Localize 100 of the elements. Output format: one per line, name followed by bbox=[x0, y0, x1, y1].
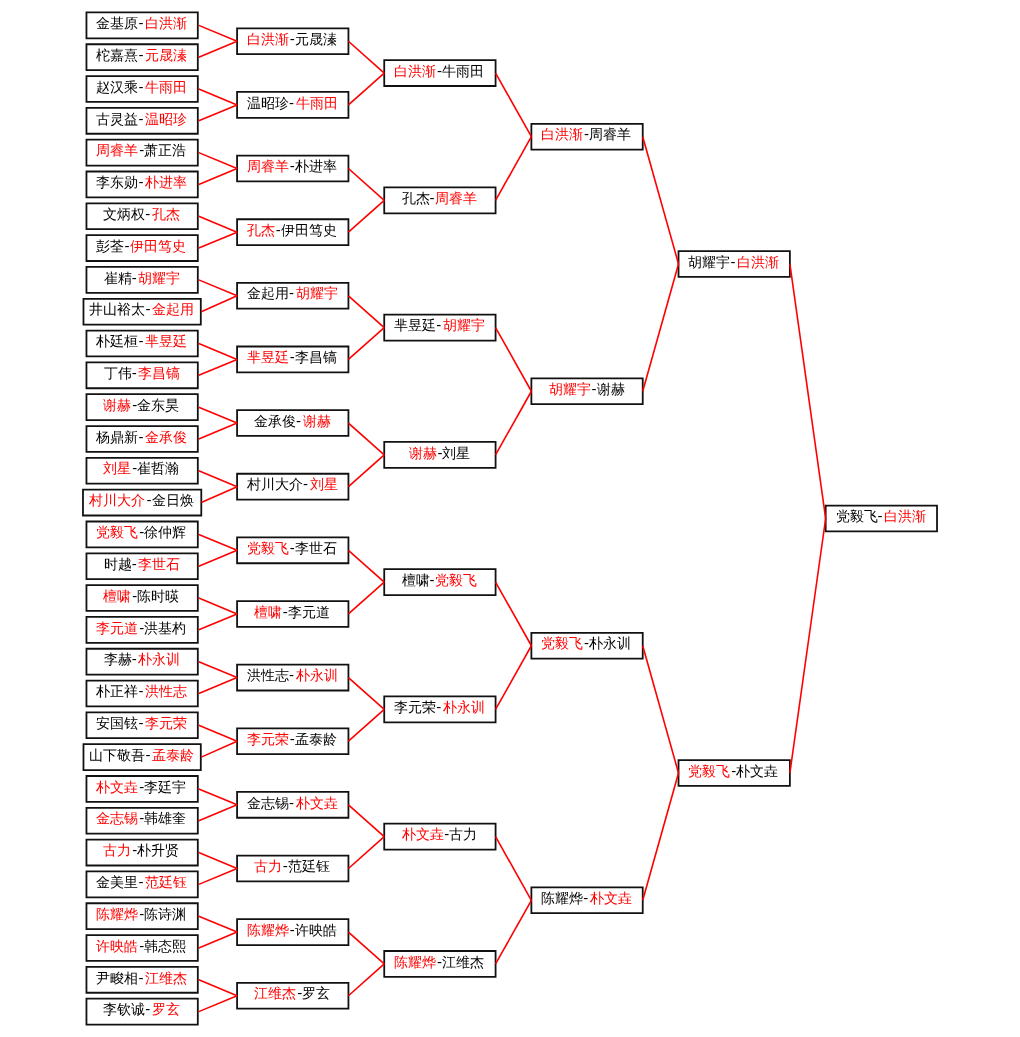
node-box: 陈耀烨-江维杰 bbox=[383, 950, 497, 978]
connector bbox=[198, 151, 238, 170]
node-box: 李元荣-孟泰龄 bbox=[236, 727, 350, 756]
connector bbox=[347, 72, 386, 106]
connector bbox=[198, 851, 238, 870]
node-box: 白洪渐-元晟溱 bbox=[236, 27, 350, 56]
node-box: 文炳权-孔杰 bbox=[85, 202, 199, 231]
connector bbox=[198, 660, 238, 679]
connector bbox=[198, 613, 238, 631]
connector bbox=[347, 422, 386, 456]
connector bbox=[198, 422, 238, 440]
connector bbox=[198, 915, 238, 933]
connector bbox=[347, 708, 386, 742]
node-box: 檀啸-党毅飞 bbox=[383, 568, 497, 596]
connector bbox=[198, 231, 238, 249]
connector bbox=[198, 167, 238, 186]
node-box: 朴正祥-洪性志 bbox=[85, 679, 199, 708]
node-box: 柁嘉熹-元晟溱 bbox=[85, 43, 199, 71]
node-box: 金基原-白洪渐 bbox=[85, 11, 199, 40]
node-box: 古力-范廷钰 bbox=[236, 854, 350, 883]
node-box: 金起用-胡耀宇 bbox=[236, 281, 350, 310]
connector bbox=[347, 835, 386, 870]
node-box: 党毅飞-徐仲辉 bbox=[85, 520, 199, 549]
connector bbox=[347, 454, 386, 488]
node-box: 陈耀烨-朴文垚 bbox=[530, 886, 644, 915]
connector bbox=[198, 676, 238, 695]
node-box: 谢赫-刘星 bbox=[383, 441, 497, 469]
connector bbox=[198, 40, 238, 58]
node-box: 朴廷桓-芈昱廷 bbox=[85, 329, 199, 358]
node-box: 山下敬吾-孟泰龄 bbox=[82, 743, 202, 771]
node-box: 党毅飞-朴永训 bbox=[530, 631, 644, 660]
node-box: 李钦诚-罗玄 bbox=[85, 997, 199, 1026]
node-box: 丁伟-李昌镐 bbox=[85, 361, 199, 390]
connector bbox=[494, 644, 533, 711]
connector bbox=[198, 358, 238, 377]
node-box: 檀啸-李元道 bbox=[236, 600, 350, 628]
connector bbox=[198, 788, 238, 806]
node-box: 安国铉-李元荣 bbox=[85, 711, 199, 740]
node-box: 时越-李世石 bbox=[85, 552, 199, 581]
connector bbox=[347, 963, 386, 997]
node-box: 周睿羊-萧正浩 bbox=[85, 138, 199, 167]
connector bbox=[198, 215, 238, 233]
connector bbox=[198, 104, 238, 122]
node-box: 村川大介-刘星 bbox=[236, 472, 350, 501]
node-box: 陈耀烨-许映皓 bbox=[236, 918, 350, 946]
node-box: 彭荃-伊田笃史 bbox=[85, 234, 199, 262]
connector bbox=[347, 676, 386, 711]
connector bbox=[789, 263, 827, 520]
node-box: 赵汉乘-牛雨田 bbox=[85, 75, 199, 103]
node-box: 周睿羊-朴进率 bbox=[236, 154, 350, 183]
connector bbox=[494, 326, 533, 393]
node-box: 尹畯相-江维杰 bbox=[85, 966, 199, 994]
connector bbox=[347, 931, 386, 965]
connector bbox=[494, 899, 533, 965]
node-box: 金志锡-韩雄奎 bbox=[85, 806, 199, 835]
connector bbox=[641, 263, 680, 393]
node-box: 胡耀宇-谢赫 bbox=[530, 377, 644, 406]
node-box: 李元荣-朴永训 bbox=[383, 695, 497, 724]
connector bbox=[347, 167, 386, 202]
node-box: 陈耀烨-陈诗渊 bbox=[85, 902, 199, 930]
connector bbox=[198, 724, 238, 742]
connector bbox=[347, 326, 386, 361]
node-box: 洪性志-朴永训 bbox=[236, 663, 350, 692]
connector bbox=[198, 867, 238, 886]
connector bbox=[198, 88, 238, 106]
node-box: 江维杰-罗玄 bbox=[236, 981, 350, 1010]
node-box: 朴文垚-李廷宇 bbox=[85, 775, 199, 803]
node-box: 党毅飞-朴文垚 bbox=[677, 759, 791, 787]
connector bbox=[198, 979, 238, 997]
node-box: 许映皓-韩态熙 bbox=[85, 934, 199, 962]
connector bbox=[347, 581, 386, 615]
node-box: 朴文垚-古力 bbox=[383, 822, 497, 851]
connector bbox=[641, 772, 680, 902]
node-box: 井山裕太-金起用 bbox=[82, 297, 202, 326]
node-box: 李赫-朴永训 bbox=[85, 647, 199, 676]
connector bbox=[200, 295, 238, 313]
connector bbox=[198, 406, 238, 424]
node-box: 白洪渐-周睿羊 bbox=[530, 122, 644, 151]
node-box: 芈昱廷-李昌镐 bbox=[236, 345, 350, 374]
connector bbox=[198, 342, 238, 361]
connector bbox=[198, 24, 238, 43]
connector bbox=[347, 199, 386, 233]
node-box: 孔杰-伊田笃史 bbox=[236, 218, 350, 246]
connector bbox=[347, 804, 386, 838]
node-box: 古灵益-温昭珍 bbox=[85, 107, 199, 135]
node-box: 古力-朴升贤 bbox=[85, 838, 199, 867]
connector bbox=[198, 597, 238, 615]
node-box: 党毅飞-白洪渐 bbox=[824, 504, 938, 533]
connector bbox=[198, 549, 238, 567]
node-box: 金承俊-谢赫 bbox=[236, 409, 350, 437]
node-box: 村川大介-金日焕 bbox=[82, 488, 203, 517]
connector bbox=[198, 804, 238, 822]
node-box: 刘星-崔哲瀚 bbox=[85, 456, 199, 485]
node-box: 檀啸-陈时暎 bbox=[85, 584, 199, 612]
node-box: 温昭珍-牛雨田 bbox=[236, 91, 350, 119]
connector bbox=[494, 835, 533, 902]
node-box: 金美里-范廷钰 bbox=[85, 870, 199, 899]
node-box: 芈昱廷-胡耀宇 bbox=[383, 313, 497, 342]
node-box: 白洪渐-牛雨田 bbox=[383, 59, 497, 87]
node-box: 李东勋-朴进率 bbox=[85, 170, 199, 199]
